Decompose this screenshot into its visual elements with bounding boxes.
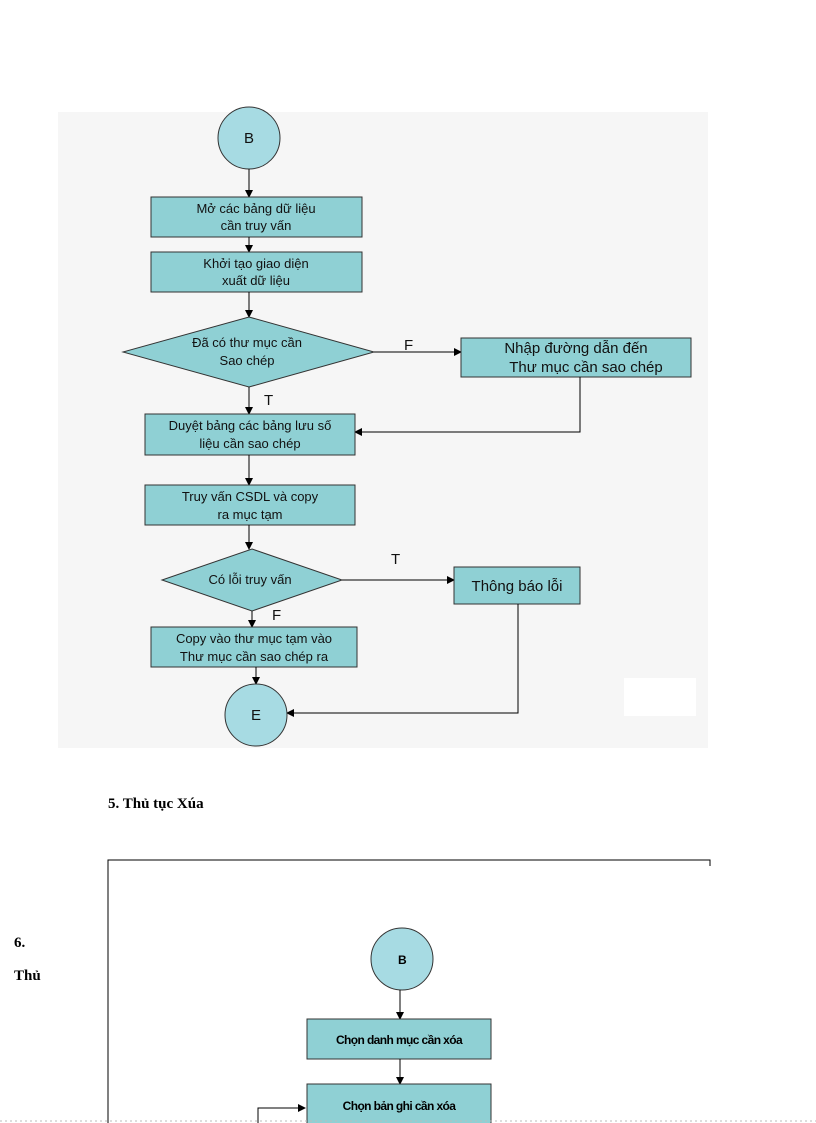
flowchart-copy: B Mở các bảng dữ liệu cần truy vấn Khởi … (121, 106, 696, 747)
process-query-copy (144, 484, 356, 526)
process-copy-temp (150, 626, 358, 668)
process-copy-temp-line2: Thư mục cần sao chép ra (180, 649, 329, 664)
start-node-label: B (244, 130, 254, 147)
process-choose-record (306, 1083, 492, 1123)
process-open-tables-line1: Mở các bảng dữ liệu (196, 201, 315, 216)
end-node (224, 683, 288, 747)
process-browse-tables-line1: Duyệt bảng các bảng lưu số (169, 418, 332, 433)
process-query-copy-line2: ra mục tạm (217, 507, 282, 522)
process-choose-category-label: Chọn danh mục cần xóa (336, 1033, 463, 1047)
process-copy-temp-line1: Copy vào thư mục tạm vào (176, 631, 332, 646)
arrow-loop (257, 1104, 306, 1123)
label-true: T (264, 392, 273, 409)
end-node-label: E (251, 707, 261, 724)
start-node-2-label: B (398, 953, 407, 967)
process-input-path-line1: Nhập đường dẫn đến (504, 340, 647, 357)
blank-box (624, 678, 696, 716)
process-init-ui-line1: Khởi tạo giao diện (203, 256, 308, 271)
process-init-ui-line2: xuất dữ liệu (222, 273, 290, 288)
process-choose-category (306, 1018, 492, 1060)
label-true-2: T (391, 551, 400, 568)
decision-query-error-label: Có lỗi truy vấn (208, 572, 291, 587)
decision-folder-exists-line2: Sao chép (220, 353, 275, 368)
process-choose-record-label: Chọn bản ghi cần xóa (343, 1099, 457, 1113)
side-text: Thủ (14, 968, 41, 984)
process-error-message-label: Thông báo lỗi (472, 578, 563, 595)
process-query-copy-line1: Truy vấn CSDL và copy (182, 489, 319, 504)
process-input-path (460, 337, 692, 378)
process-input-path-line2: Thư mục cần sao chép (509, 359, 662, 376)
side-number: 6. (14, 935, 26, 951)
process-open-tables-line2: cần truy vấn (221, 218, 292, 233)
arrow-to-end (286, 604, 519, 717)
process-open-tables (150, 196, 363, 238)
process-error-message (453, 566, 581, 605)
label-false-2: F (272, 607, 281, 624)
process-browse-tables (144, 413, 356, 456)
decision-folder-exists-line1: Đã có thư mục cần (192, 335, 302, 350)
flowchart-delete: B Chọn danh mục cần xóa Chọn bản ghi cần… (107, 859, 711, 1123)
start-node-2 (370, 927, 434, 991)
label-false: F (404, 337, 413, 354)
process-init-ui (150, 251, 363, 293)
process-browse-tables-line2: liệu cần sao chép (199, 436, 300, 451)
flowchart-frame (107, 859, 711, 1123)
section-heading: 5. Thủ tục Xúa (108, 796, 204, 812)
arrow-return (354, 377, 581, 436)
